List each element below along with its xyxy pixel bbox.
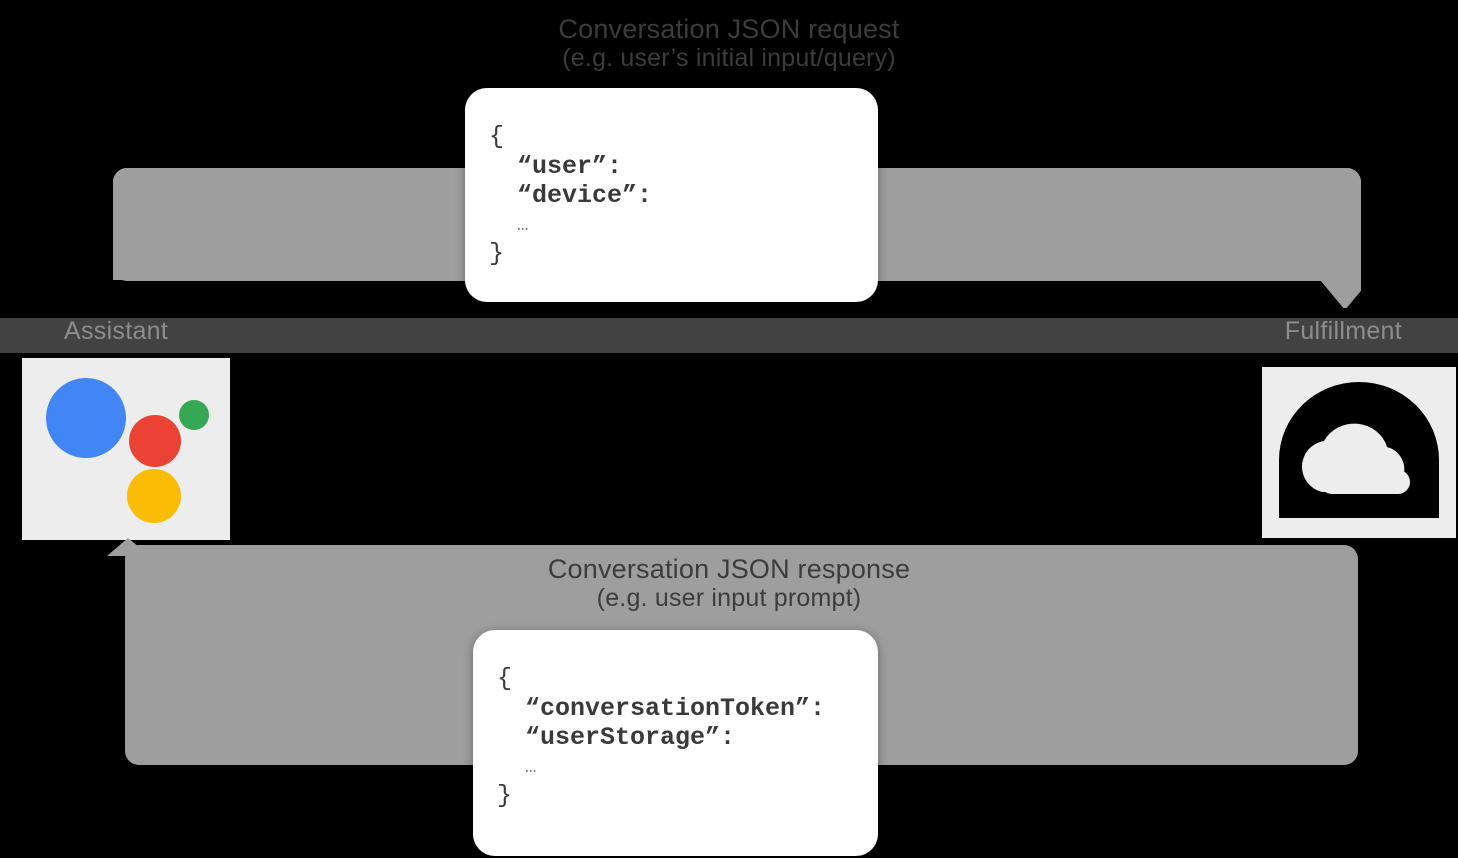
assistant-red-dot: [129, 415, 181, 467]
request-close-brace: }: [489, 239, 505, 268]
cloud-cutout-base: [1320, 470, 1410, 494]
fulfillment-label: Fulfillment: [1284, 317, 1402, 345]
request-caption-line1: Conversation JSON request: [558, 14, 900, 44]
response-ellipsis: …: [525, 755, 537, 778]
request-json-card: { “user”: “device”: … }: [465, 88, 878, 302]
assistant-yellow-dot: [127, 469, 181, 523]
response-open-brace: {: [497, 664, 513, 693]
assistant-blue-dot: [46, 378, 126, 458]
response-key-user-storage: “userStorage”:: [525, 723, 736, 752]
cloud-functions-icon: [1262, 367, 1456, 538]
request-key-device: “device”:: [517, 181, 653, 210]
response-caption-line1: Conversation JSON response: [547, 554, 911, 584]
assistant-fulfillment-divider: [0, 318, 1458, 353]
google-assistant-logo: [22, 358, 230, 540]
assistant-label: Assistant: [64, 317, 169, 345]
request-open-brace: {: [489, 122, 505, 151]
assistant-green-dot: [179, 400, 209, 430]
request-ellipsis: …: [517, 213, 529, 236]
request-caption-line2: (e.g. user’s initial input/query): [562, 44, 896, 73]
response-json-card: { “conversationToken”: “userStorage”: … …: [473, 630, 878, 856]
request-key-user: “user”:: [517, 151, 623, 181]
response-caption-line2: (e.g. user input prompt): [596, 584, 862, 613]
assistant-logo-tile: [22, 358, 230, 540]
response-close-brace: }: [497, 781, 513, 810]
request-caption: Conversation JSON request (e.g. user’s i…: [0, 14, 1458, 72]
response-key-conversation-token: “conversationToken”:: [525, 693, 826, 723]
response-caption: Conversation JSON response (e.g. user in…: [0, 554, 1458, 612]
cloud-icon-tile: [1262, 367, 1456, 538]
